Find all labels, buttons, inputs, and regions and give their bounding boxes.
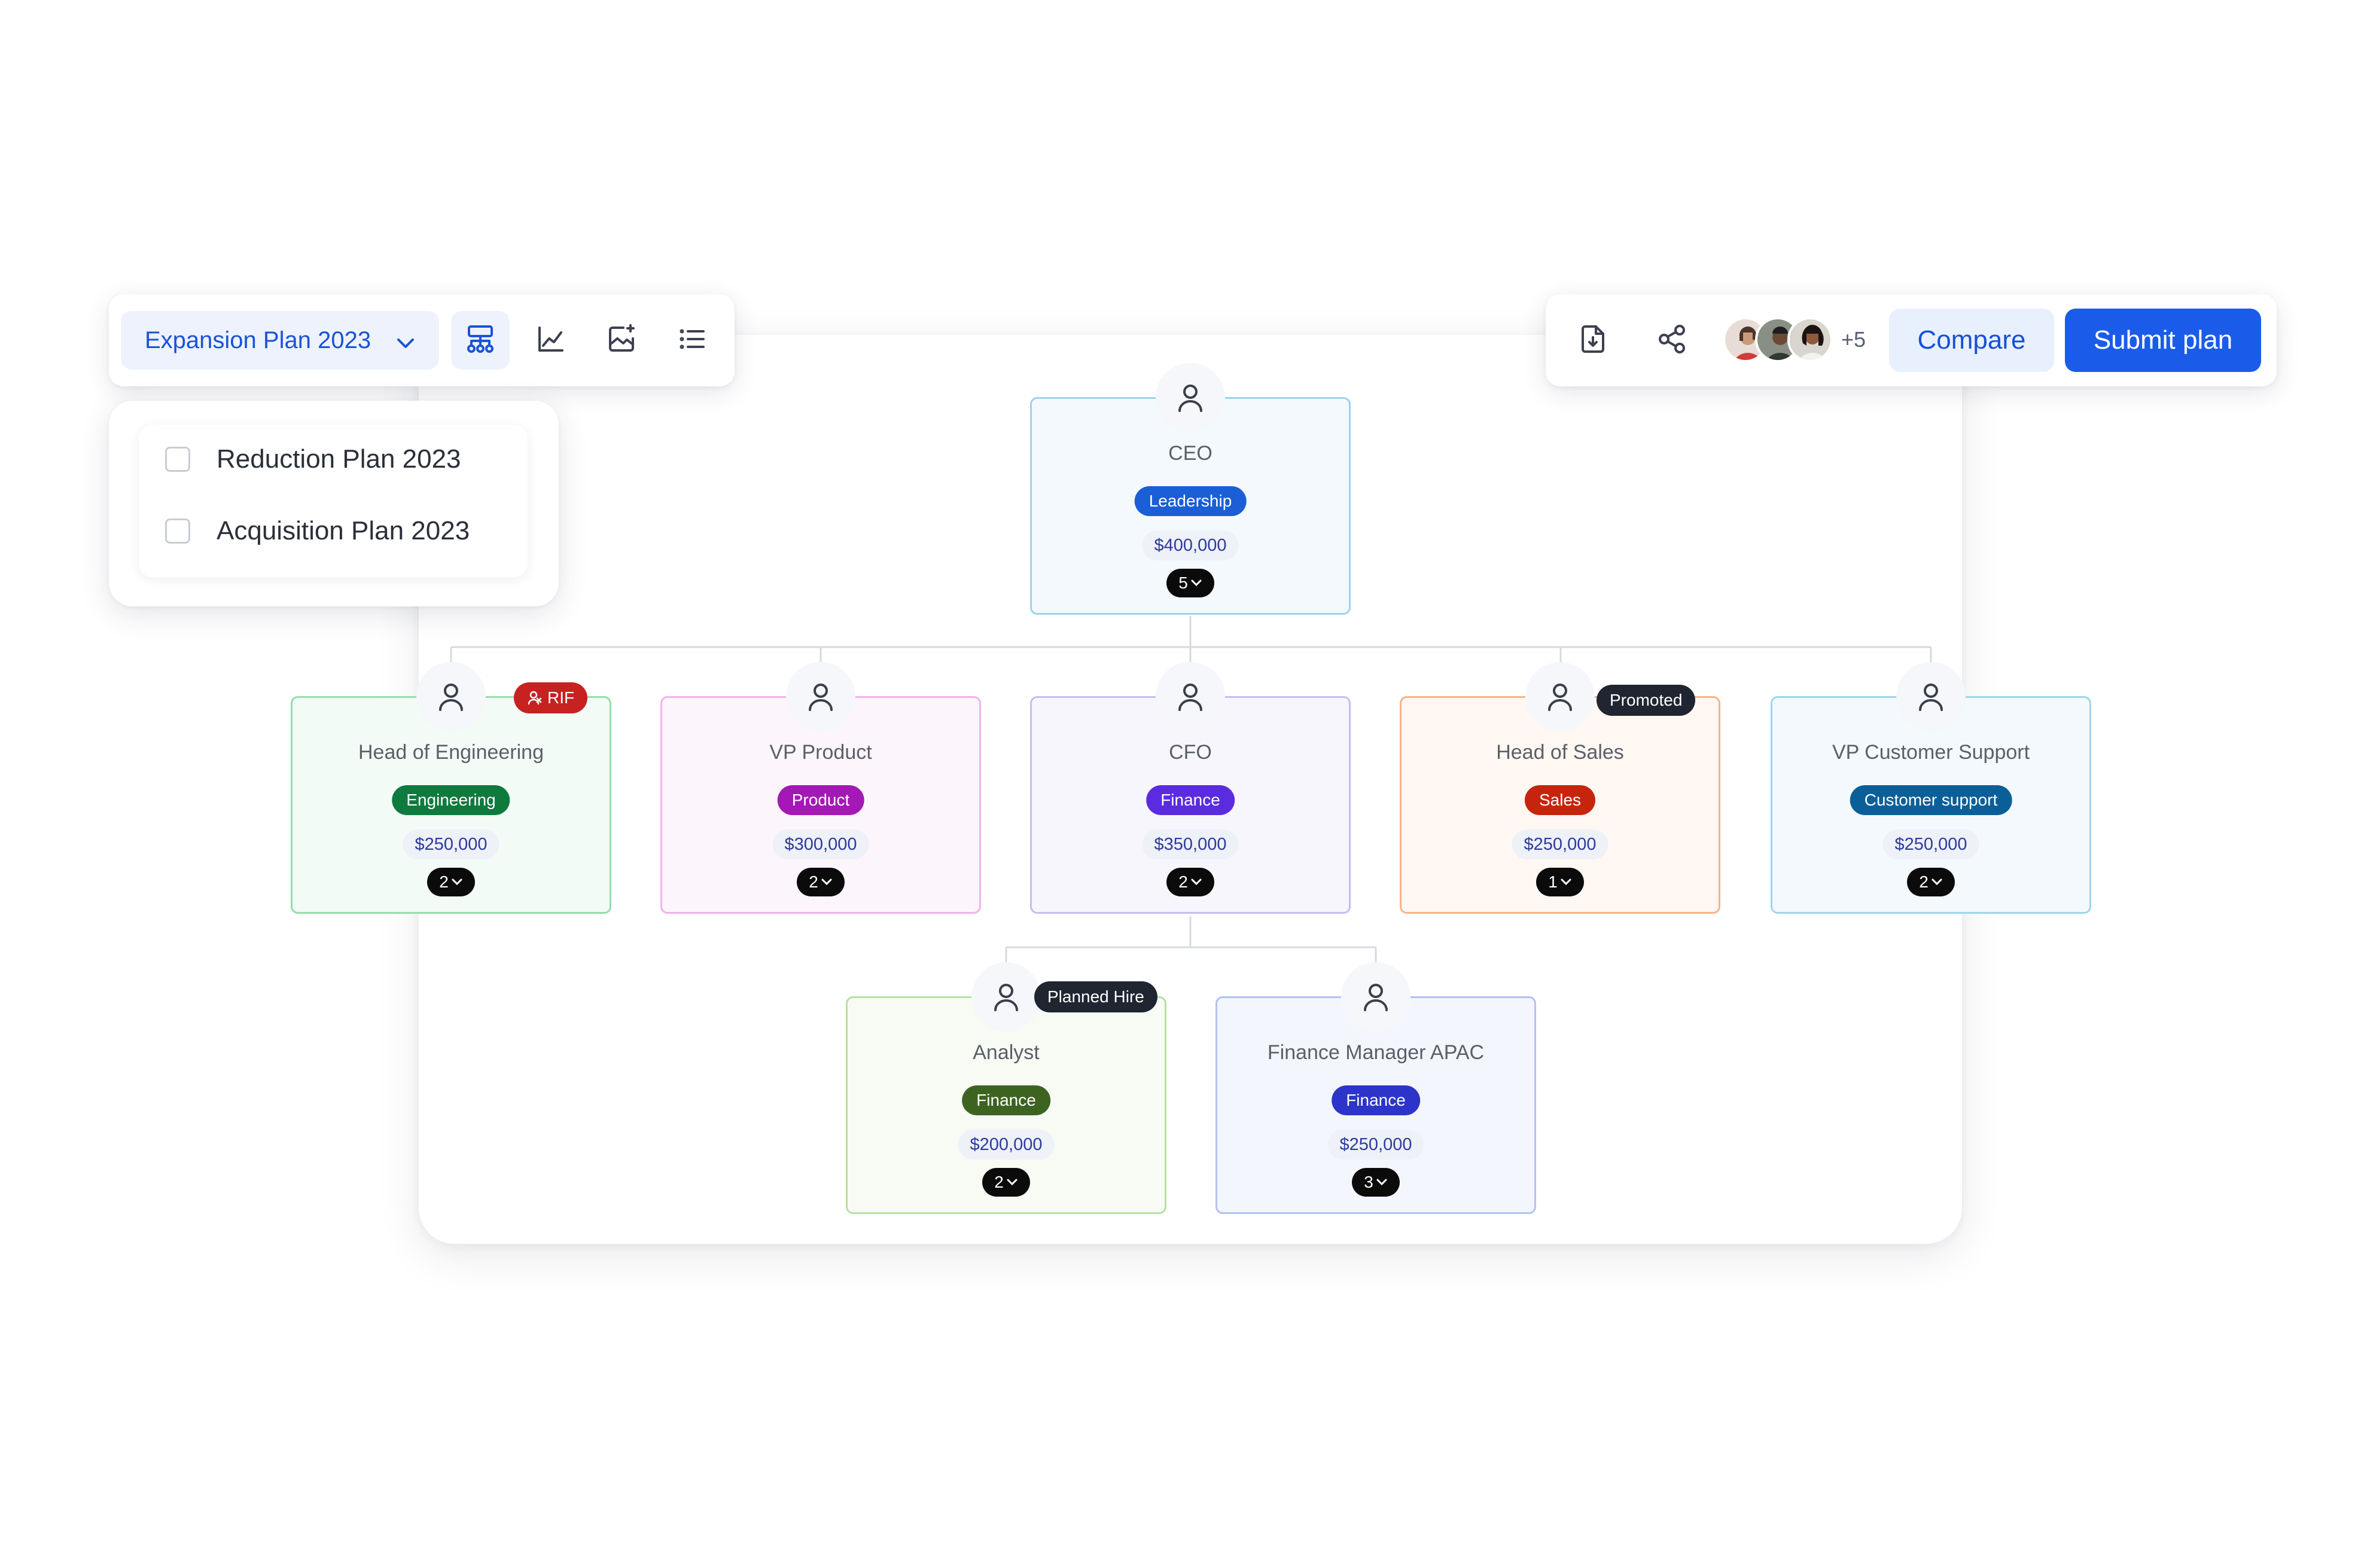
department-badge: Sales <box>1524 785 1596 815</box>
department-badge: Finance <box>1146 785 1235 815</box>
salary-badge: $250,000 <box>403 829 499 859</box>
collaborators-more-count: +5 <box>1841 327 1866 352</box>
download-button[interactable] <box>1564 311 1622 370</box>
reports-count: 5 <box>1178 573 1188 592</box>
person-icon <box>1156 363 1225 432</box>
department-badge: Engineering <box>392 785 510 815</box>
reports-count-button[interactable]: 5 <box>1166 569 1214 597</box>
reports-count: 2 <box>439 873 449 891</box>
avatar <box>1787 317 1833 362</box>
reports-count-button[interactable]: 2 <box>1166 868 1214 896</box>
role-title: Finance Manager APAC <box>1267 1041 1485 1064</box>
salary-badge: $400,000 <box>1142 530 1239 560</box>
reports-count: 1 <box>1548 873 1558 891</box>
person-icon <box>786 662 855 731</box>
reports-count-button[interactable]: 3 <box>1352 1168 1400 1197</box>
plan-option-reduction[interactable]: Reduction Plan 2023 <box>139 429 528 489</box>
department-badge: Product <box>777 785 864 815</box>
compare-button[interactable]: Compare <box>1889 309 2054 372</box>
person-icon <box>416 662 486 731</box>
chevron-down-icon <box>821 878 832 886</box>
person-remove-icon <box>528 691 542 705</box>
plan-toolbar: Expansion Plan 2023 <box>109 294 735 386</box>
salary-badge: $250,000 <box>1512 829 1608 859</box>
role-title: Head of Engineering <box>358 741 544 764</box>
salary-badge: $200,000 <box>958 1130 1055 1160</box>
chevron-down-icon <box>1932 878 1942 886</box>
image-sparkle-icon <box>605 323 638 358</box>
chevron-down-icon <box>1191 579 1202 587</box>
person-icon <box>1156 662 1225 731</box>
chevron-down-icon <box>452 878 462 886</box>
department-badge: Finance <box>1332 1085 1420 1115</box>
actions-toolbar: +5 Compare Submit plan <box>1546 294 2277 386</box>
role-title: VP Product <box>769 741 872 764</box>
reports-count: 3 <box>1364 1173 1373 1191</box>
role-title: Head of Sales <box>1496 741 1624 764</box>
org-card-head-of-engineering[interactable]: RIF Head of Engineering Engineering $250… <box>291 662 611 914</box>
checkbox[interactable] <box>165 447 190 472</box>
org-card-vp-customer-support[interactable]: VP Customer Support Customer support $25… <box>1771 662 2091 914</box>
org-chart-view-button[interactable] <box>451 311 510 370</box>
submit-plan-button[interactable]: Submit plan <box>2065 309 2261 372</box>
org-card-head-of-sales[interactable]: Promoted Head of Sales Sales $250,000 1 <box>1400 662 1720 914</box>
plan-selector[interactable]: Expansion Plan 2023 <box>121 311 439 370</box>
list-view-button[interactable] <box>663 311 721 370</box>
person-icon <box>1896 662 1966 731</box>
visual-view-button[interactable] <box>592 311 651 370</box>
org-card-vp-product[interactable]: VP Product Product $300,000 2 <box>660 662 981 914</box>
chevron-down-icon <box>395 331 416 358</box>
org-card-analyst[interactable]: Planned Hire Analyst Finance $200,000 2 <box>846 962 1166 1214</box>
chevron-down-icon <box>1191 878 1202 886</box>
reports-count-button[interactable]: 2 <box>427 868 475 896</box>
share-button[interactable] <box>1643 311 1701 370</box>
list-icon <box>676 323 708 358</box>
org-card-finance-manager-apac[interactable]: Finance Manager APAC Finance $250,000 3 <box>1215 962 1536 1214</box>
reports-count: 2 <box>809 873 818 891</box>
salary-badge: $350,000 <box>1142 829 1239 859</box>
department-badge: Customer support <box>1850 785 2012 815</box>
chevron-down-icon <box>1007 1179 1017 1186</box>
reports-count: 2 <box>1919 873 1929 891</box>
role-title: Analyst <box>973 1041 1040 1064</box>
plan-selector-label: Expansion Plan 2023 <box>145 327 371 353</box>
plan-option-acquisition[interactable]: Acquisition Plan 2023 <box>139 501 528 561</box>
plan-dropdown: Reduction Plan 2023 Acquisition Plan 202… <box>109 401 559 606</box>
org-card-cfo[interactable]: CFO Finance $350,000 2 <box>1030 662 1351 914</box>
reports-count: 2 <box>994 1173 1004 1191</box>
checkbox[interactable] <box>165 518 190 544</box>
line-chart-icon <box>535 323 567 358</box>
reports-count-button[interactable]: 2 <box>797 868 845 896</box>
org-card-ceo[interactable]: CEO Leadership $400,000 5 <box>1030 363 1351 615</box>
status-badge-rif: RIF <box>514 682 588 713</box>
role-title: VP Customer Support <box>1832 741 2030 764</box>
trend-view-button[interactable] <box>522 311 580 370</box>
collaborators[interactable]: +5 <box>1723 316 1866 364</box>
salary-badge: $250,000 <box>1882 829 1979 859</box>
role-title: CEO <box>1168 442 1212 465</box>
reports-count-button[interactable]: 2 <box>982 1168 1030 1197</box>
chevron-down-icon <box>1561 878 1571 886</box>
share-icon <box>1656 323 1688 358</box>
salary-badge: $300,000 <box>772 829 869 859</box>
download-file-icon <box>1577 323 1609 358</box>
status-badge-label: RIF <box>547 688 575 707</box>
role-title: CFO <box>1169 741 1212 764</box>
plan-option-label: Acquisition Plan 2023 <box>217 516 470 545</box>
department-badge: Finance <box>962 1085 1050 1115</box>
person-icon <box>1525 662 1595 731</box>
status-badge-promoted: Promoted <box>1597 685 1696 716</box>
reports-count-button[interactable]: 2 <box>1907 868 1955 896</box>
department-badge: Leadership <box>1134 486 1247 516</box>
person-icon <box>1341 962 1410 1032</box>
reports-count: 2 <box>1178 873 1188 891</box>
person-icon <box>971 962 1041 1032</box>
org-chart-icon <box>464 323 496 358</box>
status-badge-planned-hire: Planned Hire <box>1034 981 1157 1012</box>
reports-count-button[interactable]: 1 <box>1536 868 1584 896</box>
chevron-down-icon <box>1376 1179 1387 1186</box>
salary-badge: $250,000 <box>1327 1130 1424 1160</box>
plan-option-label: Reduction Plan 2023 <box>217 444 461 474</box>
plan-dropdown-list: Reduction Plan 2023 Acquisition Plan 202… <box>139 425 528 578</box>
